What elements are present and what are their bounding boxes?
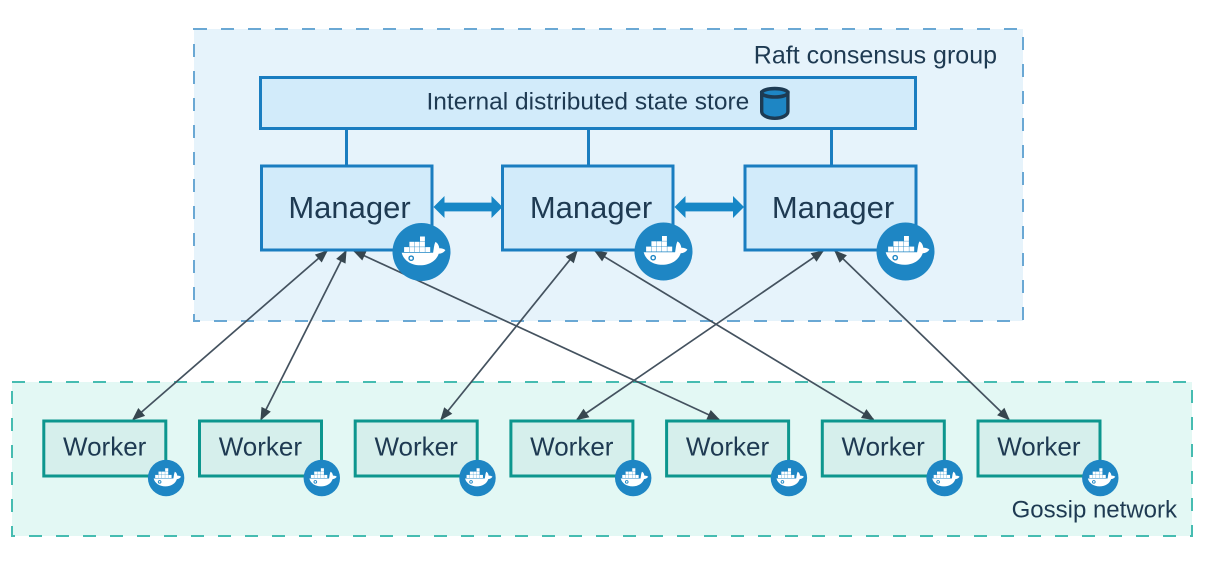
svg-text:Gossip network: Gossip network [1012,497,1178,524]
svg-text:Worker: Worker [997,432,1081,462]
svg-text:Worker: Worker [219,432,303,462]
svg-text:Worker: Worker [686,432,770,462]
svg-text:Worker: Worker [374,432,458,462]
svg-text:Worker: Worker [842,432,926,462]
svg-text:Raft consensus group: Raft consensus group [754,42,997,70]
svg-text:Manager: Manager [772,190,894,225]
svg-text:Manager: Manager [288,190,410,225]
svg-text:Internal distributed state sto: Internal distributed state store [427,89,750,116]
svg-text:Worker: Worker [63,432,147,462]
svg-text:Manager: Manager [530,190,652,225]
svg-text:Worker: Worker [530,432,614,462]
